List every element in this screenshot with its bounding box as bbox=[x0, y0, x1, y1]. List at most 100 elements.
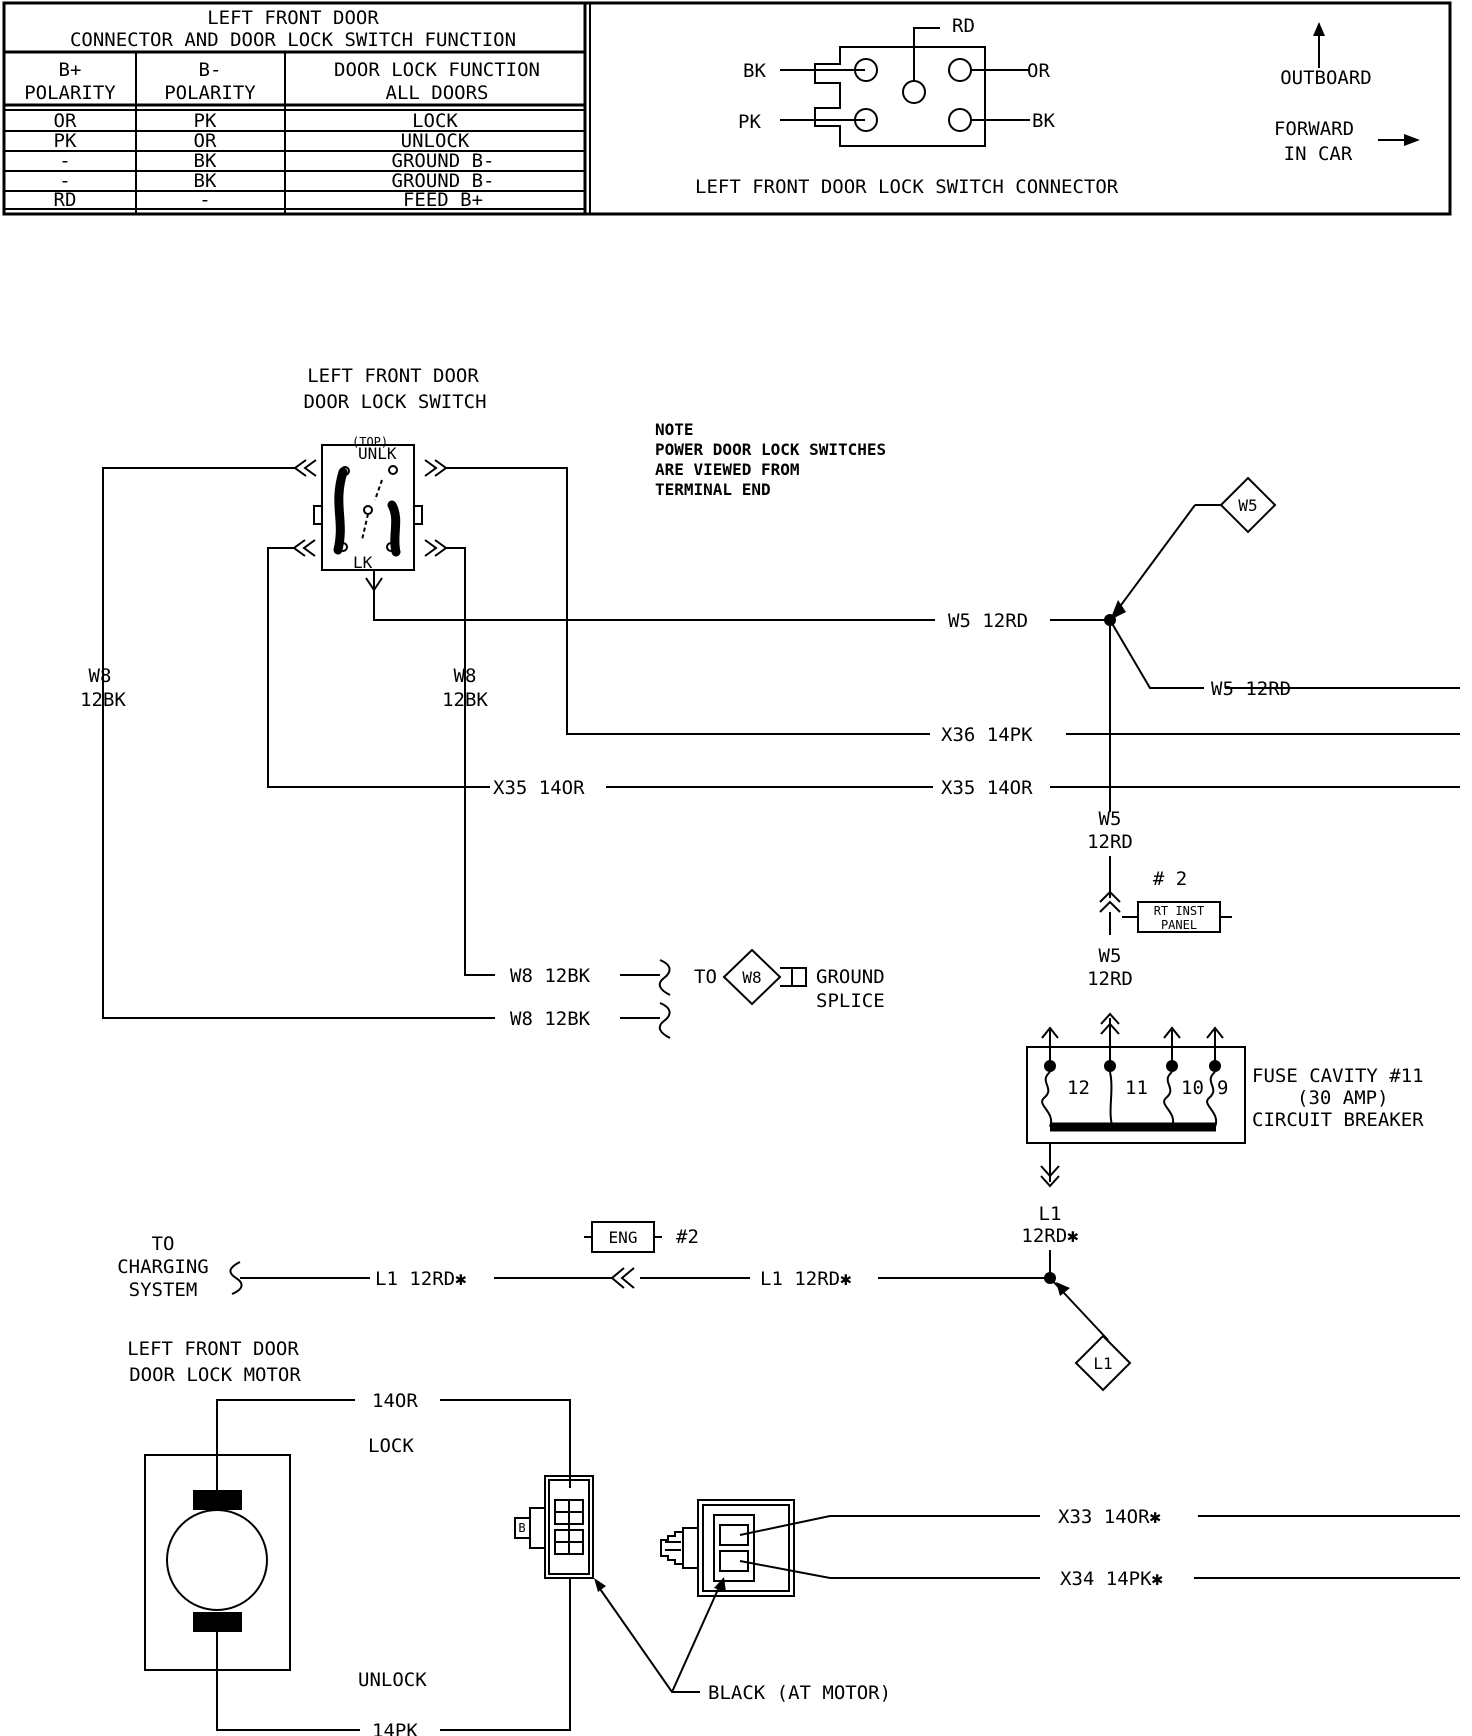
charging-line: TO bbox=[152, 1233, 175, 1255]
table-row: - BK GROUND B- bbox=[59, 170, 494, 192]
table-title-line2: CONNECTOR AND DOOR LOCK SWITCH FUNCTION bbox=[70, 29, 516, 51]
fuse-cavity-number: 10 bbox=[1181, 1077, 1204, 1099]
wire-break-icon bbox=[658, 959, 671, 996]
l1-feed: L1 12RD✱ L1 12RD✱ L1 12RD✱ ENG #2 L1 bbox=[229, 1143, 1132, 1392]
switch-lk-label: LK bbox=[353, 553, 373, 572]
w5-vert-b-id: W5 bbox=[1099, 945, 1122, 967]
switch-connector-face: BK RD OR PK BK LEFT FRONT DOOR LOCK SWIT… bbox=[695, 15, 1119, 198]
l1-right-label: L1 12RD✱ bbox=[760, 1268, 852, 1290]
fuse-label-line2: (30 AMP) bbox=[1297, 1087, 1389, 1109]
w5-vert-a-id: W5 bbox=[1099, 808, 1122, 830]
w8-right-id: W8 bbox=[454, 665, 477, 687]
header-bminus-line2: POLARITY bbox=[164, 82, 256, 104]
pin-label-bk-bottom: BK bbox=[1032, 110, 1055, 132]
ground-label-line2: SPLICE bbox=[816, 990, 885, 1012]
table-cell: BK bbox=[194, 150, 217, 172]
motor-title-line2: DOOR LOCK MOTOR bbox=[129, 1364, 301, 1386]
table-title-line1: LEFT FRONT DOOR bbox=[207, 7, 379, 29]
w5-tag-label: W5 bbox=[1238, 496, 1257, 515]
charging-system-label: TO CHARGING SYSTEM bbox=[117, 1233, 209, 1301]
forward-label-line2: IN CAR bbox=[1284, 143, 1353, 165]
note-line: NOTE bbox=[655, 420, 694, 439]
fuse-cavity-number: 12 bbox=[1067, 1077, 1090, 1099]
x34-label: X34 14PK✱ bbox=[1060, 1568, 1163, 1590]
x36-label: X36 14PK bbox=[941, 724, 1033, 746]
table-cell: PK bbox=[54, 130, 77, 152]
w5-branch-label: W5 12RD bbox=[1211, 678, 1291, 700]
note-line: POWER DOOR LOCK SWITCHES bbox=[655, 440, 886, 459]
black-at-motor-label: BLACK (AT MOTOR) bbox=[708, 1682, 891, 1704]
fuse-cavity-block: 12 11 10 9 FUSE CAVITY #11 (30 AMP) CIRC… bbox=[1026, 1012, 1424, 1144]
arrow-right-icon bbox=[1404, 134, 1420, 146]
table-cell: - bbox=[199, 189, 210, 211]
table-cell: PK bbox=[194, 110, 217, 132]
header-function-line2: ALL DOORS bbox=[386, 82, 489, 104]
connector-tag-line2: PANEL bbox=[1161, 918, 1197, 932]
table-row: - BK GROUND B- bbox=[59, 150, 494, 172]
outboard-label: OUTBOARD bbox=[1280, 67, 1372, 89]
w5-main-label: W5 12RD bbox=[948, 610, 1028, 632]
motor-unlock-label: UNLOCK bbox=[358, 1669, 427, 1691]
connector-caption: LEFT FRONT DOOR LOCK SWITCH CONNECTOR bbox=[695, 176, 1119, 198]
function-table: LEFT FRONT DOOR CONNECTOR AND DOOR LOCK … bbox=[2, 1, 1452, 216]
header-bplus-line1: B+ bbox=[59, 59, 82, 81]
switch-top-label: (TOP) bbox=[352, 435, 388, 449]
arrow-icon bbox=[594, 1578, 606, 1592]
motor-plug: B bbox=[514, 1475, 594, 1579]
motor-title-line1: LEFT FRONT DOOR bbox=[127, 1338, 299, 1360]
arrow-icon bbox=[1110, 600, 1126, 620]
forward-label-line1: FORWARD bbox=[1274, 118, 1354, 140]
charging-line: CHARGING bbox=[117, 1256, 209, 1278]
l1-left-label: L1 12RD✱ bbox=[375, 1268, 467, 1290]
table-cell: BK bbox=[194, 170, 217, 192]
w5-vert-b-gauge: 12RD bbox=[1087, 968, 1133, 990]
ground-label-line1: GROUND bbox=[816, 966, 885, 988]
l1-vert-gauge: 12RD✱ bbox=[1021, 1225, 1078, 1247]
w8-ground-b-label: W8 12BK bbox=[510, 1008, 591, 1030]
w8-left-id: W8 bbox=[89, 665, 112, 687]
arrow-icon bbox=[1056, 1282, 1070, 1296]
ground-splice: W8 12BK W8 12BK TO W8 GROUND SPLICE bbox=[510, 948, 885, 1039]
eng-label: ENG bbox=[609, 1228, 638, 1247]
motor-icon bbox=[166, 1509, 268, 1611]
switch-wires: W8 12BK W8 12BK W5 12RD W5 12RD X36 14PK… bbox=[80, 467, 1460, 1019]
l1-tag-label: L1 bbox=[1093, 1354, 1112, 1373]
fuse-label-line1: FUSE CAVITY #11 bbox=[1252, 1065, 1424, 1087]
table-row: PK OR UNLOCK bbox=[54, 130, 470, 152]
x35-right-label: X35 14OR bbox=[941, 777, 1033, 799]
x33-label: X33 14OR✱ bbox=[1058, 1506, 1161, 1528]
table-cell: LOCK bbox=[412, 110, 458, 132]
wire-break-icon bbox=[658, 1002, 671, 1039]
eng-number: #2 bbox=[676, 1226, 699, 1248]
l1-vert-id: L1 bbox=[1039, 1203, 1062, 1225]
terminal-note: NOTE POWER DOOR LOCK SWITCHES ARE VIEWED… bbox=[655, 420, 886, 499]
note-line: ARE VIEWED FROM bbox=[655, 460, 800, 479]
table-cell: UNLOCK bbox=[401, 130, 470, 152]
plug-letter: B bbox=[518, 1521, 525, 1535]
arrow-up-icon bbox=[1313, 22, 1325, 36]
connector-tag-line1: RT INST bbox=[1154, 904, 1205, 918]
fuse-cavity-number: 9 bbox=[1217, 1077, 1228, 1099]
table-cell: - bbox=[59, 170, 70, 192]
charging-line: SYSTEM bbox=[129, 1279, 198, 1301]
motor-14or-label: 14OR bbox=[372, 1390, 418, 1412]
fuse-label-line3: CIRCUIT BREAKER bbox=[1252, 1109, 1424, 1131]
pin-label-or: OR bbox=[1027, 60, 1050, 82]
black-at-motor-callout: BLACK (AT MOTOR) bbox=[594, 1577, 891, 1704]
header-function-line1: DOOR LOCK FUNCTION bbox=[334, 59, 540, 81]
w5-vert-a-gauge: 12RD bbox=[1087, 831, 1133, 853]
switch-title-line2: DOOR LOCK SWITCH bbox=[303, 391, 486, 413]
door-lock-motor: LEFT FRONT DOOR DOOR LOCK MOTOR 14OR 14P… bbox=[127, 1338, 571, 1736]
pin-label-pk: PK bbox=[738, 111, 761, 133]
switch-unlk-label: UNLK bbox=[358, 444, 397, 463]
switch-title-line1: LEFT FRONT DOOR bbox=[307, 365, 479, 387]
arrow-icon bbox=[714, 1577, 726, 1592]
w5-vertical-run: W5 12RD # 2 RT INST PANEL W5 12RD bbox=[1087, 808, 1232, 990]
wire-break-icon bbox=[229, 1261, 243, 1295]
table-cell: FEED B+ bbox=[403, 189, 483, 211]
table-cell: RD bbox=[54, 189, 77, 211]
note-line: TERMINAL END bbox=[655, 480, 771, 499]
table-cell: GROUND B- bbox=[392, 150, 495, 172]
table-cell: - bbox=[59, 150, 70, 172]
